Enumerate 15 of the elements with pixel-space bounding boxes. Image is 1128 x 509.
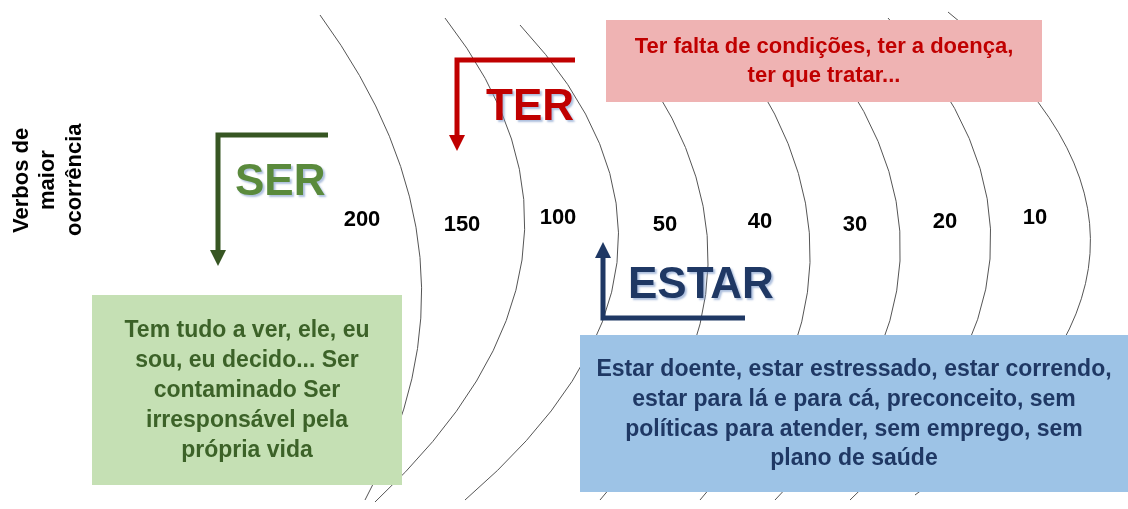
scale-number: 30 — [841, 211, 869, 237]
verb-heading: TER — [486, 80, 574, 130]
verb-heading: SER — [235, 155, 326, 205]
verb-heading: ESTAR — [628, 258, 774, 308]
scale-number: 40 — [746, 208, 774, 234]
axis-title: Verbos de maior ocorrência — [8, 122, 87, 239]
description-box: Ter falta de condições, ter a doença, ter que tratar... — [606, 20, 1042, 102]
scale-number: 50 — [651, 211, 679, 237]
description-box: Tem tudo a ver, ele, eu sou, eu decido... Ser contaminado Ser irresponsável pela própria vida — [92, 295, 402, 485]
scale-number: 100 — [538, 204, 578, 230]
scale-number: 200 — [342, 206, 382, 232]
scale-number: 10 — [1021, 204, 1049, 230]
description-box: Estar doente, estar estressado, estar correndo, estar para lá e para cá, preconceito, sem políticas para atender, sem emprego, sem plano de saúde — [580, 335, 1128, 492]
scale-number: 150 — [442, 211, 482, 237]
scale-number: 20 — [931, 208, 959, 234]
